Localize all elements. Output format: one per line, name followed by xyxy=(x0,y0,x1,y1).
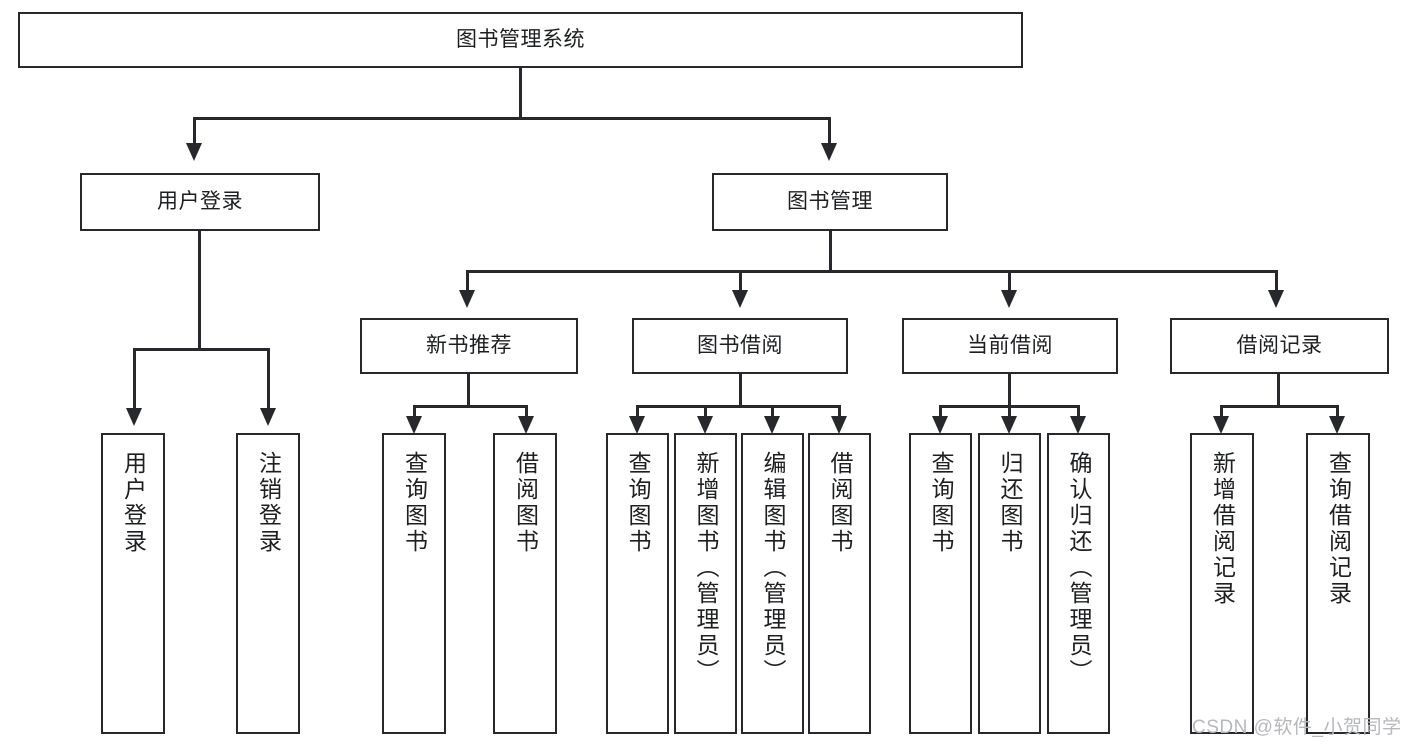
arrowhead-user-login-to-leaf-1 xyxy=(126,408,142,426)
leaf-query-borrow-record[interactable]: 查询借阅记录 xyxy=(1306,433,1370,734)
node-borrow-record[interactable]: 借阅记录 xyxy=(1170,318,1389,374)
node-label: 用户登录 xyxy=(120,451,147,555)
edge-new-book-to-leaf-2 xyxy=(525,405,528,419)
leaf-query-book-current[interactable]: 查询图书 xyxy=(909,433,972,734)
node-label: 确认归还（管理员） xyxy=(1066,451,1092,685)
edge-current-borrow-to-leaf-2 xyxy=(1008,405,1011,419)
edge-book-borrow-to-leaf-3 xyxy=(771,405,774,419)
node-label: 新增借阅记录 xyxy=(1209,451,1236,607)
arrowhead-to-current-borrow xyxy=(1001,290,1017,308)
node-label: 编辑图书（管理员） xyxy=(760,451,786,685)
node-new-book-recommend[interactable]: 新书推荐 xyxy=(360,318,578,374)
edge-book-borrow-to-leaf-2 xyxy=(704,405,707,419)
node-label: 图书管理 xyxy=(787,190,873,214)
arrowhead-to-book-borrow xyxy=(732,290,748,308)
edge-current-borrow-stem xyxy=(1008,374,1011,408)
edge-book-borrow-to-leaf-1 xyxy=(636,405,639,419)
node-label: 借阅图书 xyxy=(827,451,853,555)
edge-user-login-stem xyxy=(198,231,201,351)
leaf-return-book[interactable]: 归还图书 xyxy=(978,433,1041,734)
node-label: 查询图书 xyxy=(625,451,651,555)
edge-current-borrow-to-leaf-3 xyxy=(1077,405,1080,419)
edge-new-book-to-leaf-1 xyxy=(413,405,416,419)
arrowhead-new-book-leaf-1 xyxy=(406,416,422,434)
arrowhead-current-borrow-leaf-3 xyxy=(1070,416,1086,434)
edge-borrow-record-bar xyxy=(1220,405,1339,408)
arrowhead-borrow-record-leaf-1 xyxy=(1213,416,1229,434)
node-label: 当前借阅 xyxy=(967,334,1053,358)
edge-root-to-book-management xyxy=(828,117,831,145)
csdn-watermark: CSDN @软件_小贺同学 xyxy=(1192,717,1402,738)
node-label: 查询图书 xyxy=(928,451,954,555)
edge-book-management-bar xyxy=(466,270,1278,273)
edge-book-management-stem xyxy=(829,231,832,273)
leaf-query-book-recommend[interactable]: 查询图书 xyxy=(382,433,446,734)
node-current-borrow[interactable]: 当前借阅 xyxy=(902,318,1118,374)
node-label: 查询借阅记录 xyxy=(1325,451,1352,607)
edge-user-login-to-leaf-2 xyxy=(267,348,270,410)
node-label: 用户登录 xyxy=(157,190,243,214)
edge-book-management-to-new-book xyxy=(466,270,469,292)
edge-user-login-to-leaf-1 xyxy=(133,348,136,410)
leaf-borrow-book[interactable]: 借阅图书 xyxy=(808,433,871,734)
node-label: 查询图书 xyxy=(401,451,428,555)
node-root-book-management-system[interactable]: 图书管理系统 xyxy=(18,12,1023,68)
arrowhead-book-borrow-leaf-3 xyxy=(764,416,780,434)
arrowhead-new-book-leaf-2 xyxy=(518,416,534,434)
edge-root-bar xyxy=(193,117,831,120)
arrowhead-book-borrow-leaf-2 xyxy=(697,416,713,434)
node-label: 图书管理系统 xyxy=(456,28,585,52)
node-book-borrow[interactable]: 图书借阅 xyxy=(632,318,848,374)
edge-new-book-bar xyxy=(413,405,528,408)
edge-book-borrow-bar xyxy=(636,405,841,408)
edge-current-borrow-to-leaf-1 xyxy=(939,405,942,419)
leaf-user-login[interactable]: 用户登录 xyxy=(101,433,165,734)
edge-borrow-record-to-leaf-1 xyxy=(1220,405,1223,419)
edge-book-management-to-book-borrow xyxy=(739,270,742,292)
node-user-login[interactable]: 用户登录 xyxy=(80,173,320,231)
edge-book-borrow-to-leaf-4 xyxy=(838,405,841,419)
leaf-confirm-return-admin[interactable]: 确认归还（管理员） xyxy=(1047,433,1110,734)
arrowhead-current-borrow-leaf-2 xyxy=(1001,416,1017,434)
edge-book-management-to-borrow-record xyxy=(1275,270,1278,292)
edge-root-stem xyxy=(519,68,522,118)
node-label: 注销登录 xyxy=(255,451,282,555)
node-label: 新书推荐 xyxy=(426,334,512,358)
arrowhead-to-borrow-record xyxy=(1268,290,1284,308)
arrowhead-root-to-user-login xyxy=(186,143,202,161)
leaf-add-book-admin[interactable]: 新增图书（管理员） xyxy=(674,433,737,734)
node-label: 新增图书（管理员） xyxy=(693,451,719,685)
node-label: 借阅图书 xyxy=(512,451,539,555)
node-label: 借阅记录 xyxy=(1236,334,1323,358)
edge-root-to-user-login xyxy=(193,117,196,145)
edge-book-borrow-stem xyxy=(739,374,742,408)
arrowhead-book-borrow-leaf-1 xyxy=(629,416,645,434)
leaf-query-book-borrow[interactable]: 查询图书 xyxy=(606,433,669,734)
node-label: 归还图书 xyxy=(997,451,1023,555)
arrowhead-user-login-to-leaf-2 xyxy=(260,408,276,426)
arrowhead-current-borrow-leaf-1 xyxy=(932,416,948,434)
arrowhead-root-to-book-management xyxy=(821,143,837,161)
arrowhead-borrow-record-leaf-2 xyxy=(1329,416,1345,434)
leaf-borrow-book-recommend[interactable]: 借阅图书 xyxy=(493,433,557,734)
node-label: 图书借阅 xyxy=(697,334,783,358)
edge-borrow-record-stem xyxy=(1277,374,1280,408)
leaf-add-borrow-record[interactable]: 新增借阅记录 xyxy=(1190,433,1254,734)
node-book-management[interactable]: 图书管理 xyxy=(712,173,948,231)
edge-borrow-record-to-leaf-2 xyxy=(1336,405,1339,419)
edge-book-management-to-current-borrow xyxy=(1008,270,1011,292)
leaf-edit-book-admin[interactable]: 编辑图书（管理员） xyxy=(741,433,804,734)
arrowhead-book-borrow-leaf-4 xyxy=(831,416,847,434)
edge-user-login-bar xyxy=(133,348,270,351)
arrowhead-to-new-book-recommend xyxy=(459,290,475,308)
leaf-logout[interactable]: 注销登录 xyxy=(236,433,300,734)
edge-new-book-stem xyxy=(467,374,470,408)
